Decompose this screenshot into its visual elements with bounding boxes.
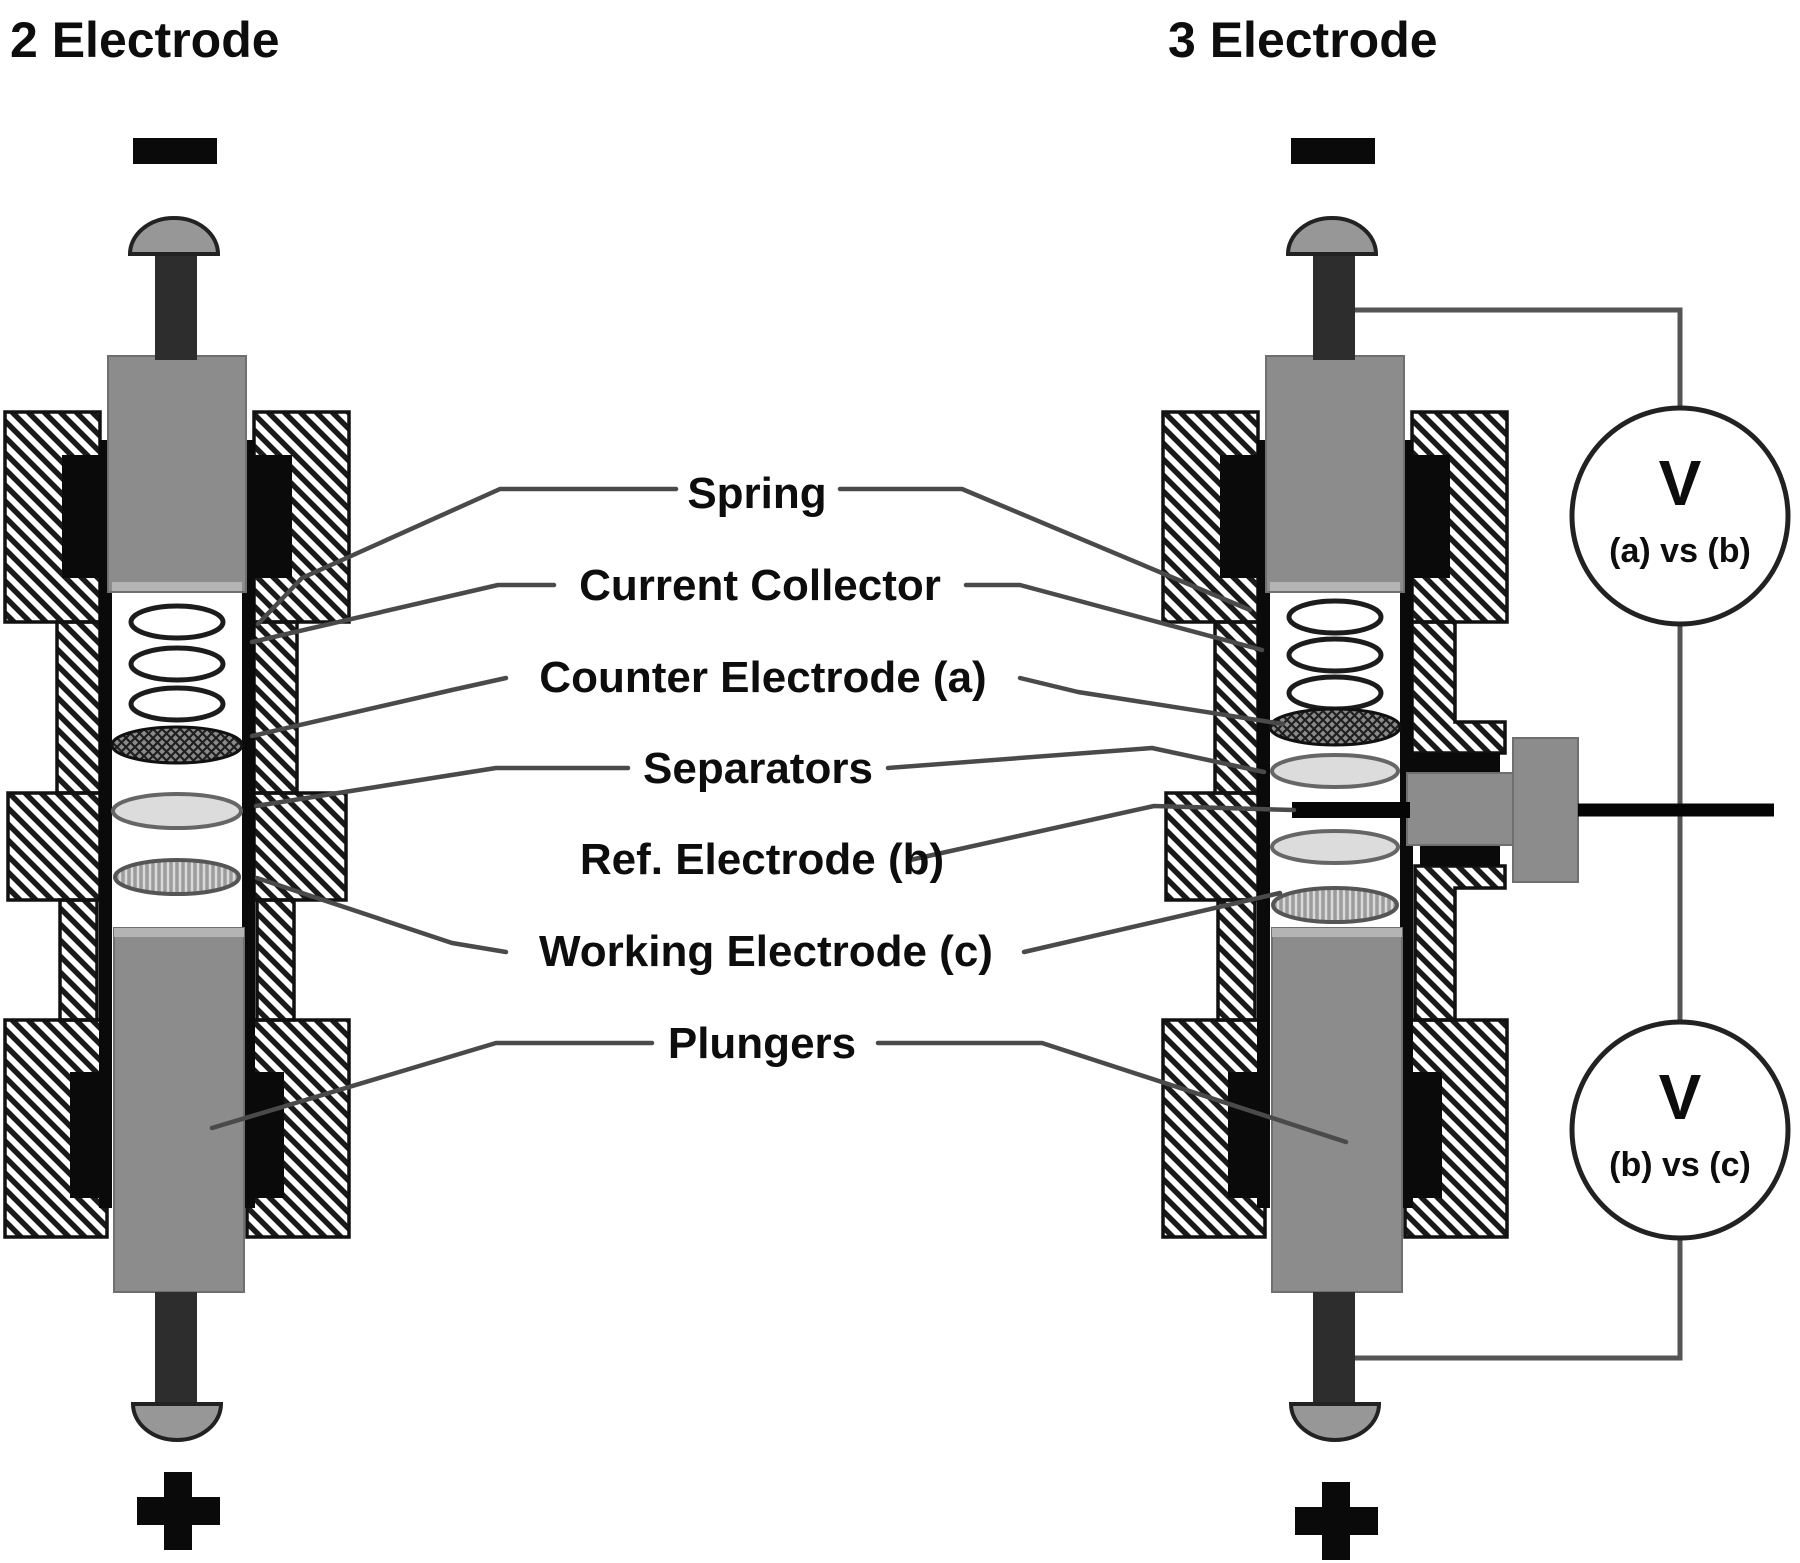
- separator-disc: [111, 792, 243, 830]
- wire-top-to-voltmeter-ab: [1355, 307, 1683, 408]
- bottom-plunger: [1271, 927, 1403, 1293]
- separator-disc-lower: [1270, 829, 1400, 865]
- leader-counter-electrode-right: [1017, 675, 1286, 727]
- voltmeter-symbol: V: [1659, 447, 1702, 519]
- mid-body-left: [6, 791, 102, 902]
- ref-plug-head: [1512, 737, 1579, 883]
- voltmeter-measure-label: (b) vs (c): [1609, 1146, 1751, 1184]
- neck-lower-left: [1216, 898, 1257, 1022]
- voltmeter-symbol: V: [1659, 1061, 1702, 1133]
- leader-ref-electrode-right: [907, 803, 1297, 863]
- bore-wall-left: [99, 440, 112, 1208]
- counter-electrode-disc: [110, 725, 244, 765]
- leader-spring-right: [837, 486, 1253, 613]
- label-ref-electrode: Ref. Electrode (b): [580, 835, 944, 884]
- plus-symbol-left: [137, 1472, 220, 1550]
- leader-plungers-left: [209, 1040, 655, 1131]
- leader-lines: [209, 486, 1349, 1145]
- top-plunger: [1265, 355, 1405, 593]
- neck-upper-right: [252, 620, 299, 795]
- spring-coil: [128, 603, 226, 641]
- spring-coil: [1286, 598, 1384, 636]
- minus-symbol-left: [133, 138, 217, 164]
- bore-wall-left: [1257, 440, 1270, 1208]
- top-pin-rod: [155, 248, 197, 360]
- bore-wall-right: [242, 440, 255, 1208]
- plus-symbol-right: [1295, 1482, 1378, 1560]
- top-plunger: [107, 355, 247, 593]
- leader-counter-electrode-left: [249, 675, 509, 739]
- top-pin-head: [1285, 216, 1379, 256]
- leader-separators-right: [885, 745, 1267, 775]
- label-current-collector: Current Collector: [579, 561, 941, 610]
- label-plungers: Plungers: [668, 1019, 856, 1068]
- ref-port-upper-hatch: [1410, 620, 1507, 755]
- bottom-plunger: [113, 927, 245, 1293]
- cell-3-electrode: [1161, 138, 1579, 1560]
- label-spring: Spring: [687, 469, 826, 518]
- top-pin-head: [127, 216, 221, 256]
- ref-electrode-port: [1406, 737, 1579, 883]
- spring-coil: [128, 685, 226, 723]
- spring-coil: [1286, 674, 1384, 712]
- mid-body-right: [252, 791, 348, 902]
- voltmeter-b-vs-c: V (b) vs (c): [1569, 1019, 1791, 1241]
- current-collector-face-top: [112, 582, 242, 591]
- working-electrode-disc: [1271, 886, 1399, 924]
- part-labels: Spring Current Collector Counter Electro…: [539, 469, 993, 1068]
- separator-disc-upper: [1270, 753, 1400, 789]
- spring-coil: [1286, 636, 1384, 674]
- label-separators: Separators: [643, 744, 873, 793]
- neck-lower-left: [58, 898, 99, 1022]
- mid-body-left: [1164, 791, 1260, 902]
- voltmeter-circle: [1569, 1019, 1791, 1241]
- voltmeter-measure-label: (a) vs (b): [1609, 532, 1751, 570]
- ref-electrode-strip: [1292, 802, 1410, 818]
- bottom-pin-head: [130, 1402, 224, 1442]
- measurement-circuit: V (a) vs (b) V (b) vs (c): [1355, 307, 1791, 1361]
- bottom-pin-head: [1288, 1402, 1382, 1442]
- current-collector-face-bottom: [114, 928, 244, 937]
- ref-plug-neck: [1406, 772, 1514, 846]
- label-counter-electrode: Counter Electrode (a): [539, 653, 986, 702]
- leader-separators-left: [253, 765, 631, 809]
- port-seal-lower: [1420, 845, 1500, 866]
- title-3-electrode: 3 Electrode: [1168, 12, 1438, 68]
- minus-symbol-right: [1291, 138, 1375, 164]
- leader-plungers-right: [875, 1040, 1349, 1145]
- bottom-pin-rod: [155, 1292, 197, 1406]
- cell-2-electrode: [3, 138, 351, 1550]
- voltmeter-a-vs-b: V (a) vs (b): [1569, 405, 1791, 627]
- label-working-electrode: Working Electrode (c): [539, 927, 993, 976]
- title-2-electrode: 2 Electrode: [10, 12, 280, 68]
- current-collector-face-bottom: [1272, 928, 1402, 937]
- wire-voltmeter-bc-to-bottom: [1355, 1238, 1683, 1361]
- leader-working-electrode-right: [1021, 890, 1283, 955]
- leader-working-electrode-left: [254, 875, 509, 955]
- bottom-pin-rod: [1313, 1292, 1355, 1406]
- neck-upper-left: [55, 620, 102, 795]
- spring-coil: [128, 645, 226, 683]
- leader-current-collector-left: [249, 582, 557, 645]
- leader-spring-left: [255, 486, 679, 627]
- neck-lower-right: [255, 898, 296, 1022]
- leader-current-collector-right: [963, 582, 1265, 653]
- top-pin-rod: [1313, 248, 1355, 360]
- counter-electrode-disc: [1268, 707, 1402, 747]
- port-seal-upper: [1408, 753, 1500, 773]
- ref-port-lower-hatch: [1413, 864, 1507, 1022]
- current-collector-face-top: [1270, 582, 1400, 591]
- working-electrode-disc: [113, 858, 241, 896]
- voltmeter-circle: [1569, 405, 1791, 627]
